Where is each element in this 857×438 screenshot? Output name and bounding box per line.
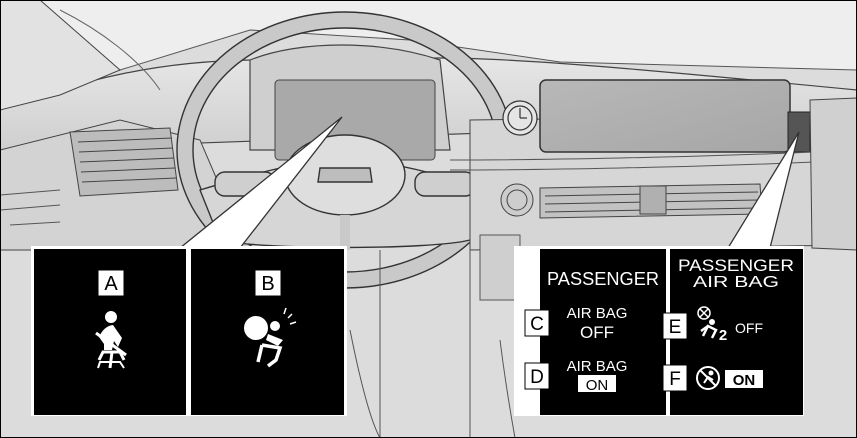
label-c: C: [530, 314, 544, 335]
label-f: F: [669, 369, 681, 390]
c-line1: AIR BAG: [567, 305, 628, 322]
center-vents: [501, 184, 762, 218]
panel-right: PASSENGER PASSENGER AIR BAG C AIR BAG OF…: [514, 246, 804, 416]
col-right-title-2: AIR BAG: [693, 274, 779, 291]
right-door-area: [810, 98, 857, 250]
col-right-title-1: PASSENGER: [678, 256, 794, 275]
label-d: D: [530, 367, 544, 388]
d-line2: ON: [586, 377, 609, 394]
e-subscript: 2: [719, 327, 727, 344]
f-text: ON: [733, 372, 756, 389]
label-e: E: [669, 317, 682, 338]
analog-clock: [503, 101, 537, 135]
col-left-title: PASSENGER: [547, 269, 659, 289]
label-b: B: [261, 273, 274, 295]
infotainment-screen: [540, 80, 790, 152]
left-air-vent: [70, 128, 178, 196]
panel-left: A B: [31, 246, 347, 416]
label-a: A: [104, 273, 118, 295]
d-line1: AIR BAG: [567, 358, 628, 375]
e-text: OFF: [735, 320, 763, 336]
c-line2: OFF: [580, 323, 614, 342]
